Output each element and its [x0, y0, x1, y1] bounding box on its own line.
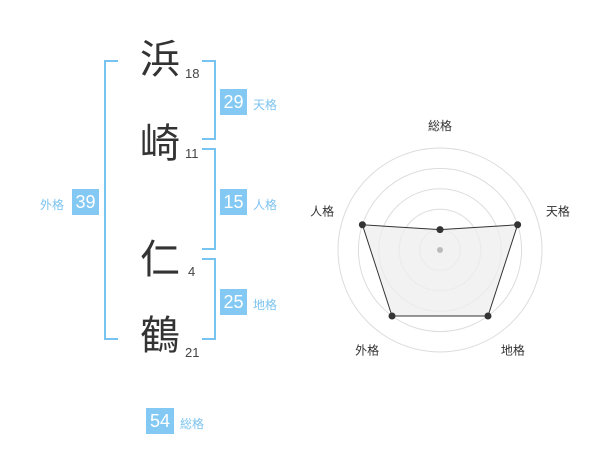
name-char-3: 仁 [140, 237, 180, 283]
radar-point-1 [514, 221, 522, 229]
soukaku-label: 総格 [180, 417, 205, 431]
jinkaku-badge: 15 [220, 189, 247, 215]
name-char-1: 浜 [140, 37, 180, 83]
stroke-count-3: 4 [188, 264, 196, 279]
radar-axis-label-0: 総格 [428, 118, 452, 133]
chikaku-badge: 25 [220, 289, 247, 315]
jinkaku-label: 人格 [253, 198, 278, 212]
radar-point-2 [484, 312, 492, 320]
gaikaku-badge: 39 [72, 189, 99, 215]
radar-center-point [437, 247, 443, 253]
stroke-count-4: 21 [185, 345, 200, 360]
chikaku-label: 地格 [253, 298, 278, 312]
radar-point-0 [436, 226, 444, 234]
chikaku-bracket [202, 258, 216, 340]
radar-point-4 [358, 221, 366, 229]
radar-axis-label-2: 地格 [501, 342, 525, 357]
radar-axis-label-3: 外格 [355, 342, 379, 357]
stroke-count-1: 18 [185, 66, 200, 81]
radar-area [361, 224, 519, 317]
tenkaku-badge: 29 [220, 89, 247, 115]
tenkaku-label: 天格 [253, 98, 278, 112]
radar-point-3 [388, 312, 396, 320]
tenkaku-bracket [202, 60, 216, 140]
radar-axis-label-4: 人格 [310, 204, 334, 219]
jinkaku-bracket [202, 148, 216, 250]
stroke-count-2: 11 [185, 146, 199, 161]
name-char-4: 鶴 [140, 313, 180, 359]
soukaku-badge: 54 [146, 408, 174, 434]
gaikaku-label: 外格 [40, 198, 65, 212]
gaikaku-bracket [104, 60, 118, 340]
radar-axis-label-1: 天格 [546, 204, 570, 219]
name-char-2: 崎 [140, 121, 180, 167]
